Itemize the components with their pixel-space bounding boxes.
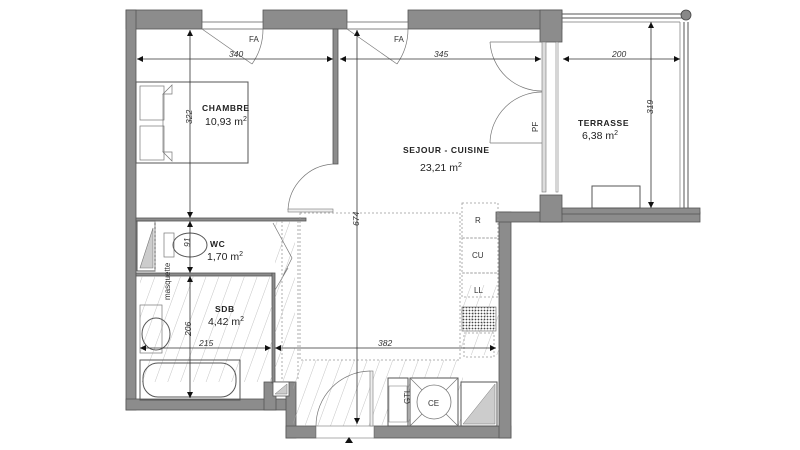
- sdb-floor: [140, 276, 272, 382]
- dim-label: 91: [182, 237, 192, 247]
- room-area: 23,21 m: [420, 162, 458, 174]
- dim-label: 319: [645, 100, 655, 114]
- dim-label: 340: [229, 49, 243, 59]
- svg-text:23,21 m2: 23,21 m2: [420, 162, 462, 174]
- dim-label: 674: [351, 212, 361, 226]
- unit-superscript: 2: [458, 162, 462, 169]
- masquette-label: masquette: [163, 262, 172, 300]
- technical-equipment: GTL CE: [387, 377, 459, 427]
- circulation-zone: [299, 212, 461, 361]
- svg-text:6,38 m2: 6,38 m2: [582, 130, 618, 142]
- room-name: CHAMBRE: [202, 103, 250, 113]
- post-icon: [680, 9, 692, 21]
- room-area: 4,42 m: [208, 316, 240, 328]
- entry-door: [315, 370, 375, 443]
- room-name: WC: [210, 239, 225, 249]
- sink-drainer: [461, 306, 497, 332]
- svg-text:4,42 m2: 4,42 m2: [208, 316, 244, 328]
- bed: [135, 81, 249, 164]
- dim-label: 215: [198, 338, 213, 348]
- gtl-label: GTL: [403, 388, 412, 404]
- dim-label: 322: [184, 110, 194, 124]
- room-area: 10,93 m: [205, 116, 243, 128]
- room-area: 6,38 m: [582, 130, 614, 142]
- unit-superscript: 2: [239, 251, 243, 258]
- window-label: FA: [394, 35, 404, 44]
- french-door-label: PF: [531, 122, 540, 132]
- walls: [125, 9, 701, 439]
- dim-label: 382: [378, 338, 392, 348]
- dim-label: 345: [434, 49, 448, 59]
- room-sejour: SEJOUR - CUISINE 23,21 m2: [403, 145, 490, 174]
- unit-superscript: 2: [243, 116, 247, 123]
- chambre-door: [287, 163, 334, 213]
- kitchen-units: R CU LL: [461, 202, 499, 358]
- terrasse-railing: [562, 9, 692, 209]
- dimension-lines: 340 345 200 322 674 319 91 206 215: [137, 22, 680, 424]
- room-wc: WC 1,70 m2: [207, 239, 243, 263]
- room-area: 1,70 m: [207, 251, 239, 263]
- cooker-label: CU: [472, 251, 484, 260]
- french-door: PF: [489, 41, 559, 193]
- room-name: TERRASSE: [578, 118, 629, 128]
- hall-hatch: [275, 221, 295, 381]
- window-chambre: FA: [201, 21, 264, 65]
- planter: [591, 185, 641, 209]
- shafts: [272, 381, 498, 427]
- sink: [463, 332, 495, 358]
- sliding-doors: [272, 221, 299, 380]
- dim-label: 206: [183, 322, 193, 337]
- window-sejour: FA: [346, 21, 409, 65]
- wc-fixture: [136, 220, 208, 272]
- room-chambre: CHAMBRE 10,93 m2: [202, 103, 250, 128]
- dishwasher-label: LL: [474, 286, 483, 295]
- dim-label: 200: [611, 49, 626, 59]
- room-name: SEJOUR - CUISINE: [403, 145, 490, 155]
- entry-arrow-icon: [345, 437, 353, 443]
- room-name: SDB: [215, 304, 235, 314]
- ce-label: CE: [428, 399, 439, 408]
- room-sdb: SDB 4,42 m2: [208, 304, 244, 328]
- room-terrasse: TERRASSE 6,38 m2: [578, 118, 629, 142]
- unit-superscript: 2: [240, 316, 244, 323]
- svg-text:1,70 m2: 1,70 m2: [207, 251, 243, 263]
- window-label: FA: [249, 35, 259, 44]
- svg-text:10,93 m2: 10,93 m2: [205, 116, 247, 128]
- unit-superscript: 2: [614, 130, 618, 137]
- fridge-label: R: [475, 216, 481, 225]
